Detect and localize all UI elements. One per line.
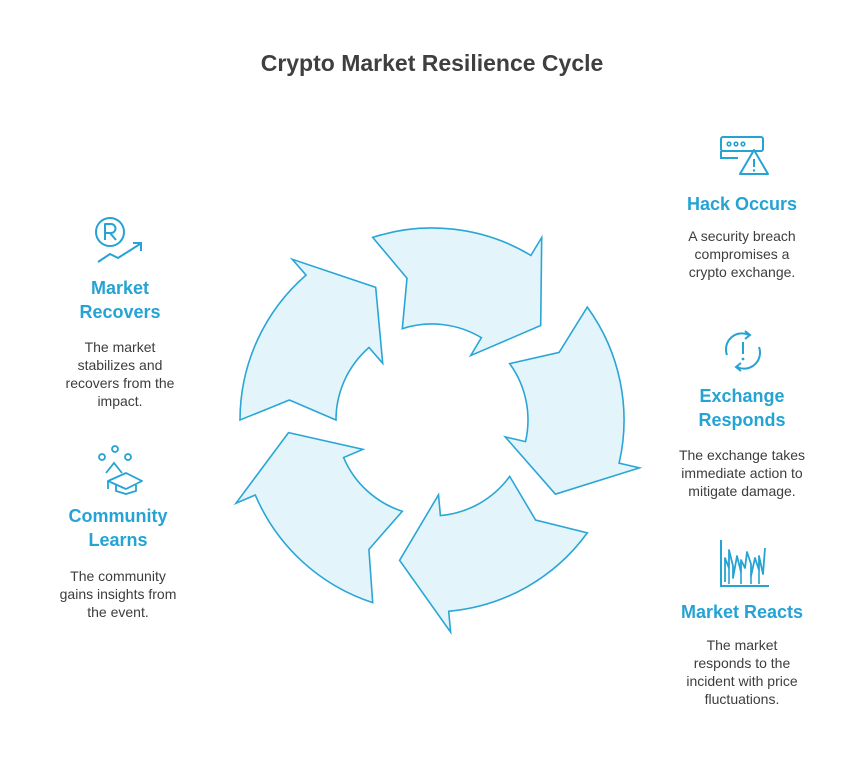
page-title: Crypto Market Resilience Cycle xyxy=(260,50,604,76)
step-description: The market responds to the incident with… xyxy=(686,637,798,707)
step-description: The market stabilizes and recovers from … xyxy=(65,339,175,409)
arrow-exchange-responds xyxy=(502,305,643,496)
arrow-market-reacts xyxy=(398,474,589,635)
step-heading: Hack Occurs xyxy=(686,194,798,214)
arrow-market-recovers xyxy=(239,257,384,422)
step-description: The community gains insights from the ev… xyxy=(59,568,177,620)
step-exchange-responds: Exchange Responds The exchange takes imm… xyxy=(652,384,832,500)
step-market-recovers: Market Recovers The market stabilizes an… xyxy=(30,276,210,410)
step-heading: Community Learns xyxy=(68,506,168,550)
step-heading: Market Recovers xyxy=(79,278,161,322)
step-hack-occurs: Hack Occurs A security breach compromise… xyxy=(652,192,832,281)
step-community-learns: Community Learns The community gains ins… xyxy=(28,504,208,621)
step-market-reacts: Market Reacts The market responds to the… xyxy=(648,600,836,708)
arrow-hack-occurs xyxy=(371,227,543,358)
server-warning-icon xyxy=(718,134,772,178)
arrow-community-learns xyxy=(233,431,404,604)
alert-refresh-icon xyxy=(719,329,767,373)
step-description: A security breach compromises a crypto e… xyxy=(688,228,796,280)
price-chart-icon xyxy=(717,538,771,590)
coin-growth-icon xyxy=(92,214,148,266)
graduation-cap-icon xyxy=(94,443,144,495)
step-heading: Market Reacts xyxy=(680,602,804,622)
step-description: The exchange takes immediate action to m… xyxy=(678,447,806,499)
step-heading: Exchange Responds xyxy=(698,386,786,430)
